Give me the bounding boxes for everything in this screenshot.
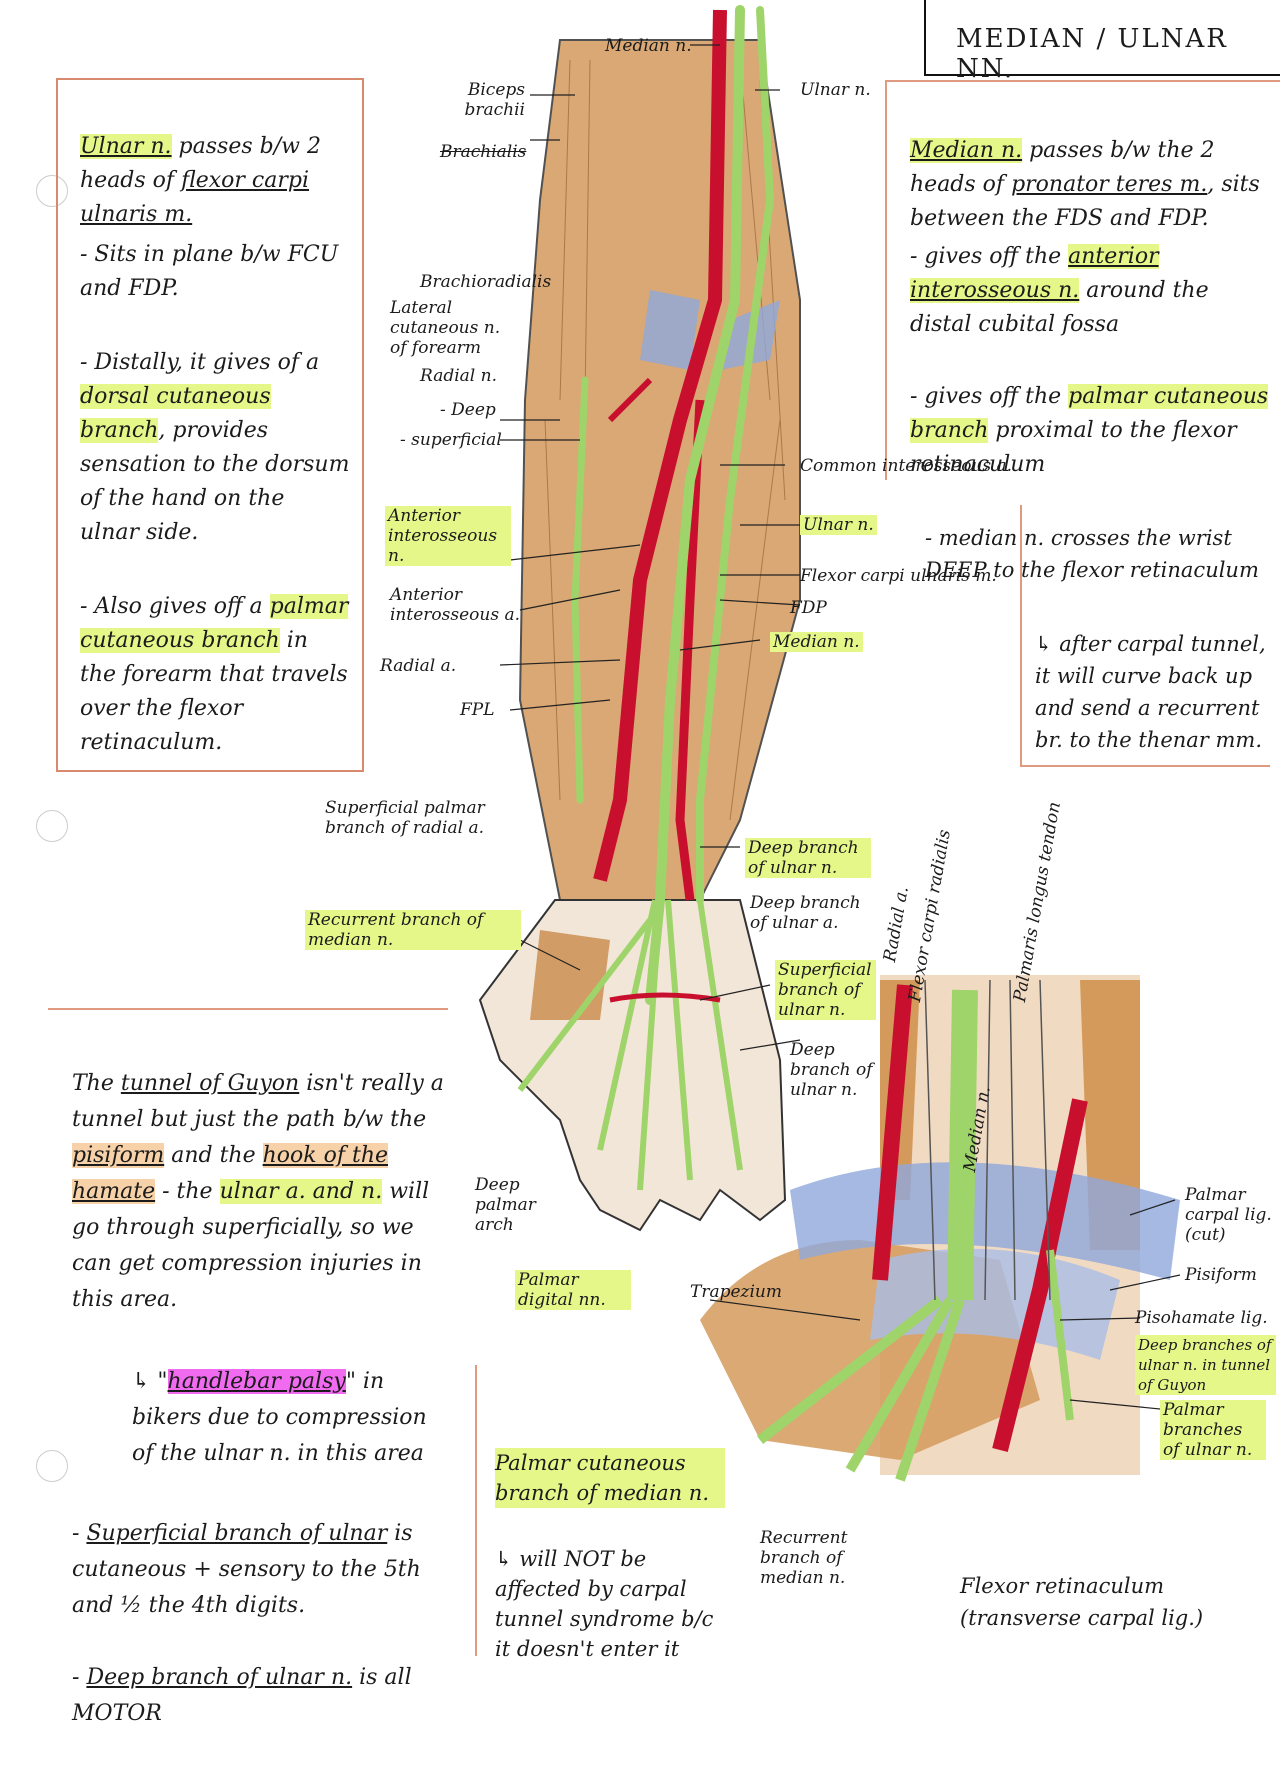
- page-title: MEDIAN / ULNAR NN.: [956, 24, 1228, 84]
- label-biceps: Biceps brachii: [464, 80, 526, 120]
- label-ulnar-n2: Ulnar n.: [800, 515, 877, 535]
- ulnar-nerve: [696, 6, 775, 904]
- median-note-2: - median n. crosses the wrist DEEP to th…: [925, 490, 1270, 788]
- binder-hole: [36, 810, 68, 842]
- label-fpl: FPL: [460, 700, 495, 720]
- label-recurrent: Recurrent branch of median n.: [305, 910, 521, 950]
- binder-hole: [36, 175, 68, 207]
- median-crosses-wrist: - median n. crosses the wrist DEEP to th…: [925, 526, 1259, 582]
- median-branch-1: [597, 899, 658, 1151]
- label-anterior-interosseous-a: Anterior interosseous a.: [390, 585, 520, 625]
- border-line: [885, 80, 1280, 82]
- handlebar-palsy-term: handlebar palsy: [167, 1369, 346, 1394]
- median-branch-2: [637, 899, 663, 1191]
- label-deep-ulnar-a: Deep branch of ulnar a.: [750, 893, 861, 933]
- median-note-p3: - gives off the palmar cutaneous branch …: [910, 384, 1269, 477]
- tunnel-guyon-term: tunnel of Guyon: [120, 1071, 300, 1096]
- leader-lines: [499, 44, 1181, 1411]
- ulnar-note-p2: - Sits in plane b/w FCU and FDP.: [80, 242, 339, 301]
- radial-nerve-superficial: [571, 376, 589, 804]
- forearm-muscle-mass: [518, 39, 801, 901]
- label-trapezium: Trapezium: [690, 1282, 783, 1302]
- ulnar-artery: [675, 399, 705, 901]
- border-line: [48, 1008, 448, 1010]
- binder-hole: [36, 1450, 68, 1482]
- label-common-interosseous: Common interosseous a.: [800, 456, 1013, 476]
- median-note-p2: - gives off the anterior interosseous n.…: [910, 244, 1209, 337]
- median-note: Median n. passes b/w the 2 heads of pron…: [910, 100, 1270, 516]
- guyon-p1: The tunnel of Guyon isn't really a tunne…: [72, 1071, 444, 1312]
- label-pisiform: Pisiform: [1185, 1265, 1257, 1285]
- palmar-cutaneous-note: Palmar cutaneous branch of median n. ↳ w…: [495, 1418, 725, 1694]
- ulnar-note-p3: - Distally, it gives of a dorsal cutaneo…: [80, 350, 350, 545]
- anatomy-illustration: [478, 5, 1181, 1482]
- ulnar-branch-hand: [697, 899, 743, 1171]
- thenar-muscle: [530, 930, 610, 1020]
- median-nerve-term: Median n.: [910, 138, 1023, 163]
- label-palmar-carpal: Palmar carpal lig. (cut): [1185, 1185, 1272, 1245]
- border-line: [1020, 765, 1270, 767]
- label-recurrent2: Recurrent branch of median n.: [760, 1528, 848, 1588]
- fcu-term: flexor carpi ulnaris m.: [80, 168, 309, 227]
- label-radial-n: Radial n.: [420, 366, 497, 386]
- ulnar-note-p4: - Also gives off a palmar cutaneous bran…: [80, 594, 349, 755]
- label-median-top: Median n.: [605, 36, 692, 56]
- elbow-ligament: [640, 290, 700, 370]
- label-deep: - Deep: [440, 400, 496, 420]
- ulnar-note-box: [56, 78, 364, 772]
- radial-artery-branch: [607, 377, 653, 423]
- label-deep-palmar-arch: Deep palmar arch: [475, 1175, 536, 1235]
- guyon-note: The tunnel of Guyon isn't really a tunne…: [72, 1030, 452, 1768]
- label-superficial: - superficial: [400, 430, 502, 450]
- label-palmar-digital: Palmar digital nn.: [515, 1270, 631, 1310]
- median-branch-3: [665, 899, 693, 1181]
- recurrent-branch-note: ↳ after carpal tunnel, it will curve bac…: [1035, 632, 1266, 752]
- label-anterior-interosseous-n: Anterior interosseous n.: [385, 506, 511, 566]
- label-pisohamate: Pisohamate lig.: [1135, 1308, 1268, 1328]
- label-brachioradialis: Brachioradialis: [420, 272, 552, 292]
- title-box: MEDIAN / ULNAR NN.: [924, 0, 1280, 84]
- label-deep-ulnar-n: Deep branch of ulnar n.: [745, 838, 871, 878]
- label-deep-branches-guyon: Deep branches of ulnar n. in tunnel of G…: [1135, 1335, 1276, 1395]
- ulnar-note-text: passes b/w 2 heads of: [80, 134, 321, 193]
- guyon-p2: ↳ "handlebar palsy" in bikers due to com…: [132, 1369, 427, 1466]
- pronator-teres-term: pronator teres m.: [1011, 172, 1208, 197]
- thumb-branch: [517, 918, 653, 1092]
- label-sup-ulnar: Superficial branch of ulnar n.: [775, 960, 876, 1020]
- border-line: [885, 80, 887, 480]
- label-lateral-cutaneous: Lateral cutaneous n. of forearm: [390, 298, 501, 358]
- label-radial-a: Radial a.: [380, 656, 457, 676]
- deep-ulnar-term: Deep branch of ulnar n.: [86, 1665, 353, 1690]
- brachial-artery: [593, 9, 727, 882]
- guyon-p4: - Deep branch of ulnar n. is all MOTOR: [72, 1665, 412, 1726]
- guyon-p3: - Superficial branch of ulnar is cutaneo…: [72, 1521, 421, 1618]
- border-line: [1020, 505, 1022, 765]
- ulnar-nerve-term: Ulnar n.: [80, 134, 172, 159]
- ulnar-note: Ulnar n. passes b/w 2 heads of flexor ca…: [80, 96, 350, 794]
- pisiform-term: pisiform: [72, 1143, 165, 1168]
- label-ulnar-top: Ulnar n.: [800, 80, 871, 100]
- ulnar-an-term: ulnar a. and n.: [219, 1179, 383, 1204]
- label-sup-palmar-radial: Superficial palmar branch of radial a.: [325, 798, 485, 838]
- palmar-cutaneous-heading: Palmar cutaneous branch of median n.: [495, 1448, 725, 1508]
- wrist-detail: [700, 975, 1180, 1482]
- label-fcu: Flexor carpi ulnaris m.: [800, 566, 997, 586]
- palmar-cutaneous-text: ↳ will NOT be affected by carpal tunnel …: [495, 1547, 714, 1661]
- border-line: [475, 1365, 477, 1656]
- label-brachialis: Brachialis: [440, 142, 527, 162]
- label-palmar-branches-ulnar: Palmar branches of ulnar n.: [1160, 1400, 1266, 1460]
- label-fdp: FDP: [790, 598, 827, 618]
- label-deep-ulnar-n2: Deep branch of ulnar n.: [790, 1040, 873, 1100]
- superficial-ulnar-term: Superficial branch of ulnar: [86, 1521, 388, 1546]
- label-median-n2: Median n.: [770, 632, 863, 652]
- label-flexor-retinaculum: Flexor retinaculum (transverse carpal li…: [960, 1574, 1204, 1630]
